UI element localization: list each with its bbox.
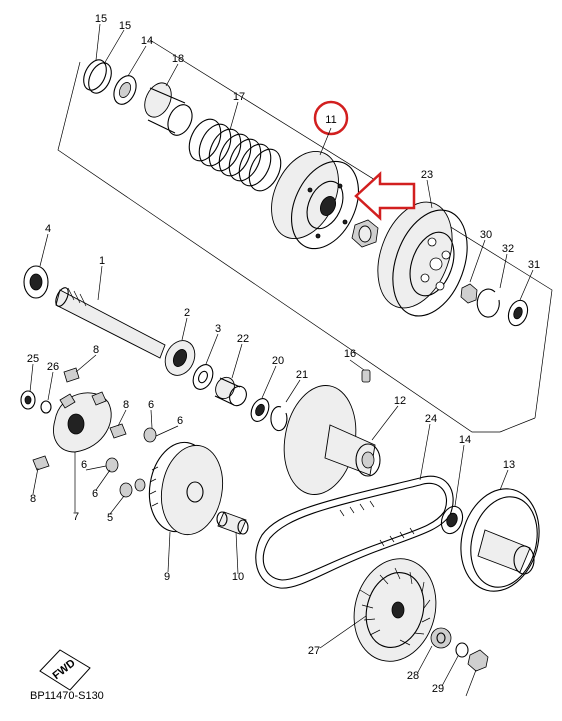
part-17-spring[interactable] xyxy=(183,114,287,196)
part-11-clutch-carrier[interactable] xyxy=(258,141,371,260)
callout-6: 6 xyxy=(177,415,183,427)
callout-5: 9 xyxy=(164,571,170,583)
assembly-frame xyxy=(57,39,553,433)
part-3-washer[interactable] xyxy=(189,361,216,392)
callout-31: 31 xyxy=(528,259,540,271)
callout-12: 12 xyxy=(394,395,406,407)
part-31-bearing[interactable] xyxy=(505,298,531,329)
callout-14: 14 xyxy=(459,434,471,446)
part-23-clutch-housing[interactable] xyxy=(364,192,481,327)
callout-25: 25 xyxy=(27,353,39,365)
callout-24: 24 xyxy=(425,413,437,425)
callout-6: 6 xyxy=(92,488,98,500)
part-1-primary-shaft[interactable] xyxy=(53,286,166,359)
fwd-arrow-icon xyxy=(39,649,91,691)
part-29-nut[interactable] xyxy=(467,649,489,672)
highlight-marker xyxy=(313,100,416,221)
callout-18: 18 xyxy=(172,53,184,65)
part-18-collar[interactable] xyxy=(140,79,197,140)
callout-15: 15 xyxy=(95,13,107,25)
callout-9: 10 xyxy=(232,571,244,583)
callout-27: 28 xyxy=(407,670,419,682)
part-21-circlip[interactable] xyxy=(270,406,288,432)
part-27-nut[interactable] xyxy=(430,627,452,649)
callout-7: 7 xyxy=(73,511,79,523)
callout-16: 16 xyxy=(344,348,356,360)
callout-8: 8 xyxy=(123,399,129,411)
diagram-code: BP11470-S130 xyxy=(30,690,104,702)
callout-labels: 15 15 14 18 17 11 23 4 1 30 32 31 2 3 22… xyxy=(27,13,540,695)
part-5-primary-sheave[interactable] xyxy=(143,437,230,539)
callout-2: 2 xyxy=(184,307,190,319)
part-4-oil-seal[interactable] xyxy=(23,265,49,299)
callout-3: 3 xyxy=(215,323,221,335)
part-8-slider-bottom[interactable] xyxy=(32,455,50,471)
clutch-nut xyxy=(351,219,379,248)
callout-10: 27 xyxy=(308,645,320,657)
part-25-bearing[interactable] xyxy=(20,390,36,410)
callout-1: 1 xyxy=(99,255,105,267)
callout-28: 29 xyxy=(432,683,444,695)
part-12-secondary-sheave[interactable] xyxy=(276,380,381,500)
highlight-circle xyxy=(313,100,349,136)
part-16-pin[interactable] xyxy=(361,369,371,383)
callout-20: 20 xyxy=(272,355,284,367)
highlight-arrow xyxy=(354,171,416,221)
part-14-bearing-lower[interactable] xyxy=(438,503,466,536)
part-14-bearing-top[interactable] xyxy=(110,72,141,108)
callout-21: 21 xyxy=(296,369,308,381)
callout-23: 23 xyxy=(421,169,433,181)
part-6-rollers[interactable] xyxy=(105,427,157,498)
callout-6: 6 xyxy=(148,399,154,411)
callout-17: 17 xyxy=(233,91,245,103)
part-24-v-belt[interactable] xyxy=(255,475,454,589)
part-7-cam[interactable] xyxy=(53,391,112,453)
part-8-slider-mid[interactable] xyxy=(109,423,127,439)
callout-4: 4 xyxy=(45,223,51,235)
part-32-circlip[interactable] xyxy=(476,288,500,318)
part-9-collar[interactable] xyxy=(216,511,249,535)
part-26-washer[interactable] xyxy=(40,400,52,414)
part-20-bearing[interactable] xyxy=(248,396,273,425)
callout-6: 5 xyxy=(107,512,113,524)
forward-direction-badge: FWD xyxy=(39,649,91,691)
callout-26: 26 xyxy=(47,361,59,373)
callout-32: 32 xyxy=(502,243,514,255)
part-8-slider-top[interactable] xyxy=(63,367,80,383)
callout-15: 15 xyxy=(119,20,131,32)
callout-30: 30 xyxy=(480,229,492,241)
callout-11: 11 xyxy=(325,114,336,126)
part-28-washer[interactable] xyxy=(455,642,469,658)
callout-22: 22 xyxy=(237,333,249,345)
part-2-bearing[interactable] xyxy=(160,336,201,380)
callout-14: 14 xyxy=(141,35,153,47)
callout-6: 6 xyxy=(81,459,87,471)
part-15-rings[interactable] xyxy=(79,56,116,96)
part-13-fixed-sheave[interactable] xyxy=(450,480,550,600)
callout-8: 8 xyxy=(93,344,99,356)
callout-8: 8 xyxy=(30,493,36,505)
part-30-washer[interactable] xyxy=(460,283,478,304)
callout-13: 13 xyxy=(503,459,515,471)
part-22-collar[interactable] xyxy=(212,374,249,408)
leader-lines xyxy=(29,23,534,697)
part-10-cooling-fan[interactable] xyxy=(343,549,447,670)
